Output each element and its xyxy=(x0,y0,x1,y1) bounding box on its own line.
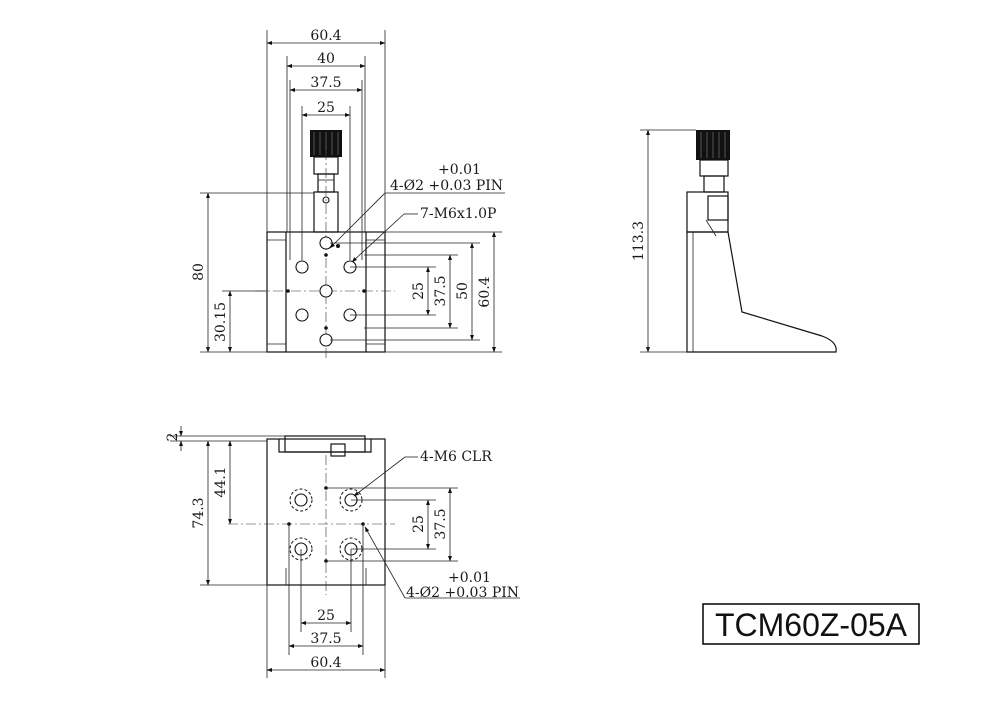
dim-113-3: 113.3 xyxy=(631,221,647,261)
dim-30-15: 30.15 xyxy=(213,302,229,342)
dim-25-bottom: 25 xyxy=(317,608,335,624)
front-hole xyxy=(295,308,309,322)
front-tap-spec: 7-M6x1.0P xyxy=(420,206,496,222)
dim-44-1: 44.1 xyxy=(213,466,229,497)
dim-80: 80 xyxy=(191,263,207,281)
bottom-pin-spec: 4-Ø2 +0.03 PIN xyxy=(406,585,519,601)
front-view: 60.4 40 37.5 25 80 30.15 25 37.5 50 xyxy=(191,28,505,360)
dim-37-5-top: 37.5 xyxy=(310,75,341,91)
dim-50-right: 50 xyxy=(455,282,471,300)
dim-60-4-right: 60.4 xyxy=(477,276,493,307)
dim-25-right: 25 xyxy=(411,282,427,300)
bottom-view: 2 74.3 44.1 25 37.5 25 37.5 60.4 4-M6 CL… xyxy=(165,426,520,678)
dim-37-5-bottom-right: 37.5 xyxy=(433,508,449,539)
front-pin-tolerance: +0.01 xyxy=(438,162,481,178)
dim-25-top: 25 xyxy=(317,100,335,116)
front-hole xyxy=(319,284,333,298)
title-box xyxy=(702,603,920,645)
dim-40: 40 xyxy=(317,51,335,67)
dim-2: 2 xyxy=(165,433,181,442)
model-number: TCM60Z-05A xyxy=(715,607,908,643)
dim-60-4-top: 60.4 xyxy=(310,28,341,44)
side-bracket-outline xyxy=(686,231,837,353)
dim-60-4-bottom: 60.4 xyxy=(310,655,341,671)
front-pin-spec: 4-Ø2 +0.03 PIN xyxy=(390,178,503,194)
bottom-pin-tolerance: +0.01 xyxy=(448,570,491,586)
dim-74-3: 74.3 xyxy=(191,497,207,528)
dim-25-bottom-right: 25 xyxy=(411,515,427,533)
bottom-clr-spec: 4-M6 CLR xyxy=(420,449,492,465)
title-block: TCM60Z-05A xyxy=(702,603,920,645)
front-hole xyxy=(295,260,309,274)
bottom-clearance-hole xyxy=(294,493,308,507)
dim-37-5-bottom: 37.5 xyxy=(310,631,341,647)
dim-37-5-right: 37.5 xyxy=(433,275,449,306)
side-view: 113.3 xyxy=(631,129,837,353)
